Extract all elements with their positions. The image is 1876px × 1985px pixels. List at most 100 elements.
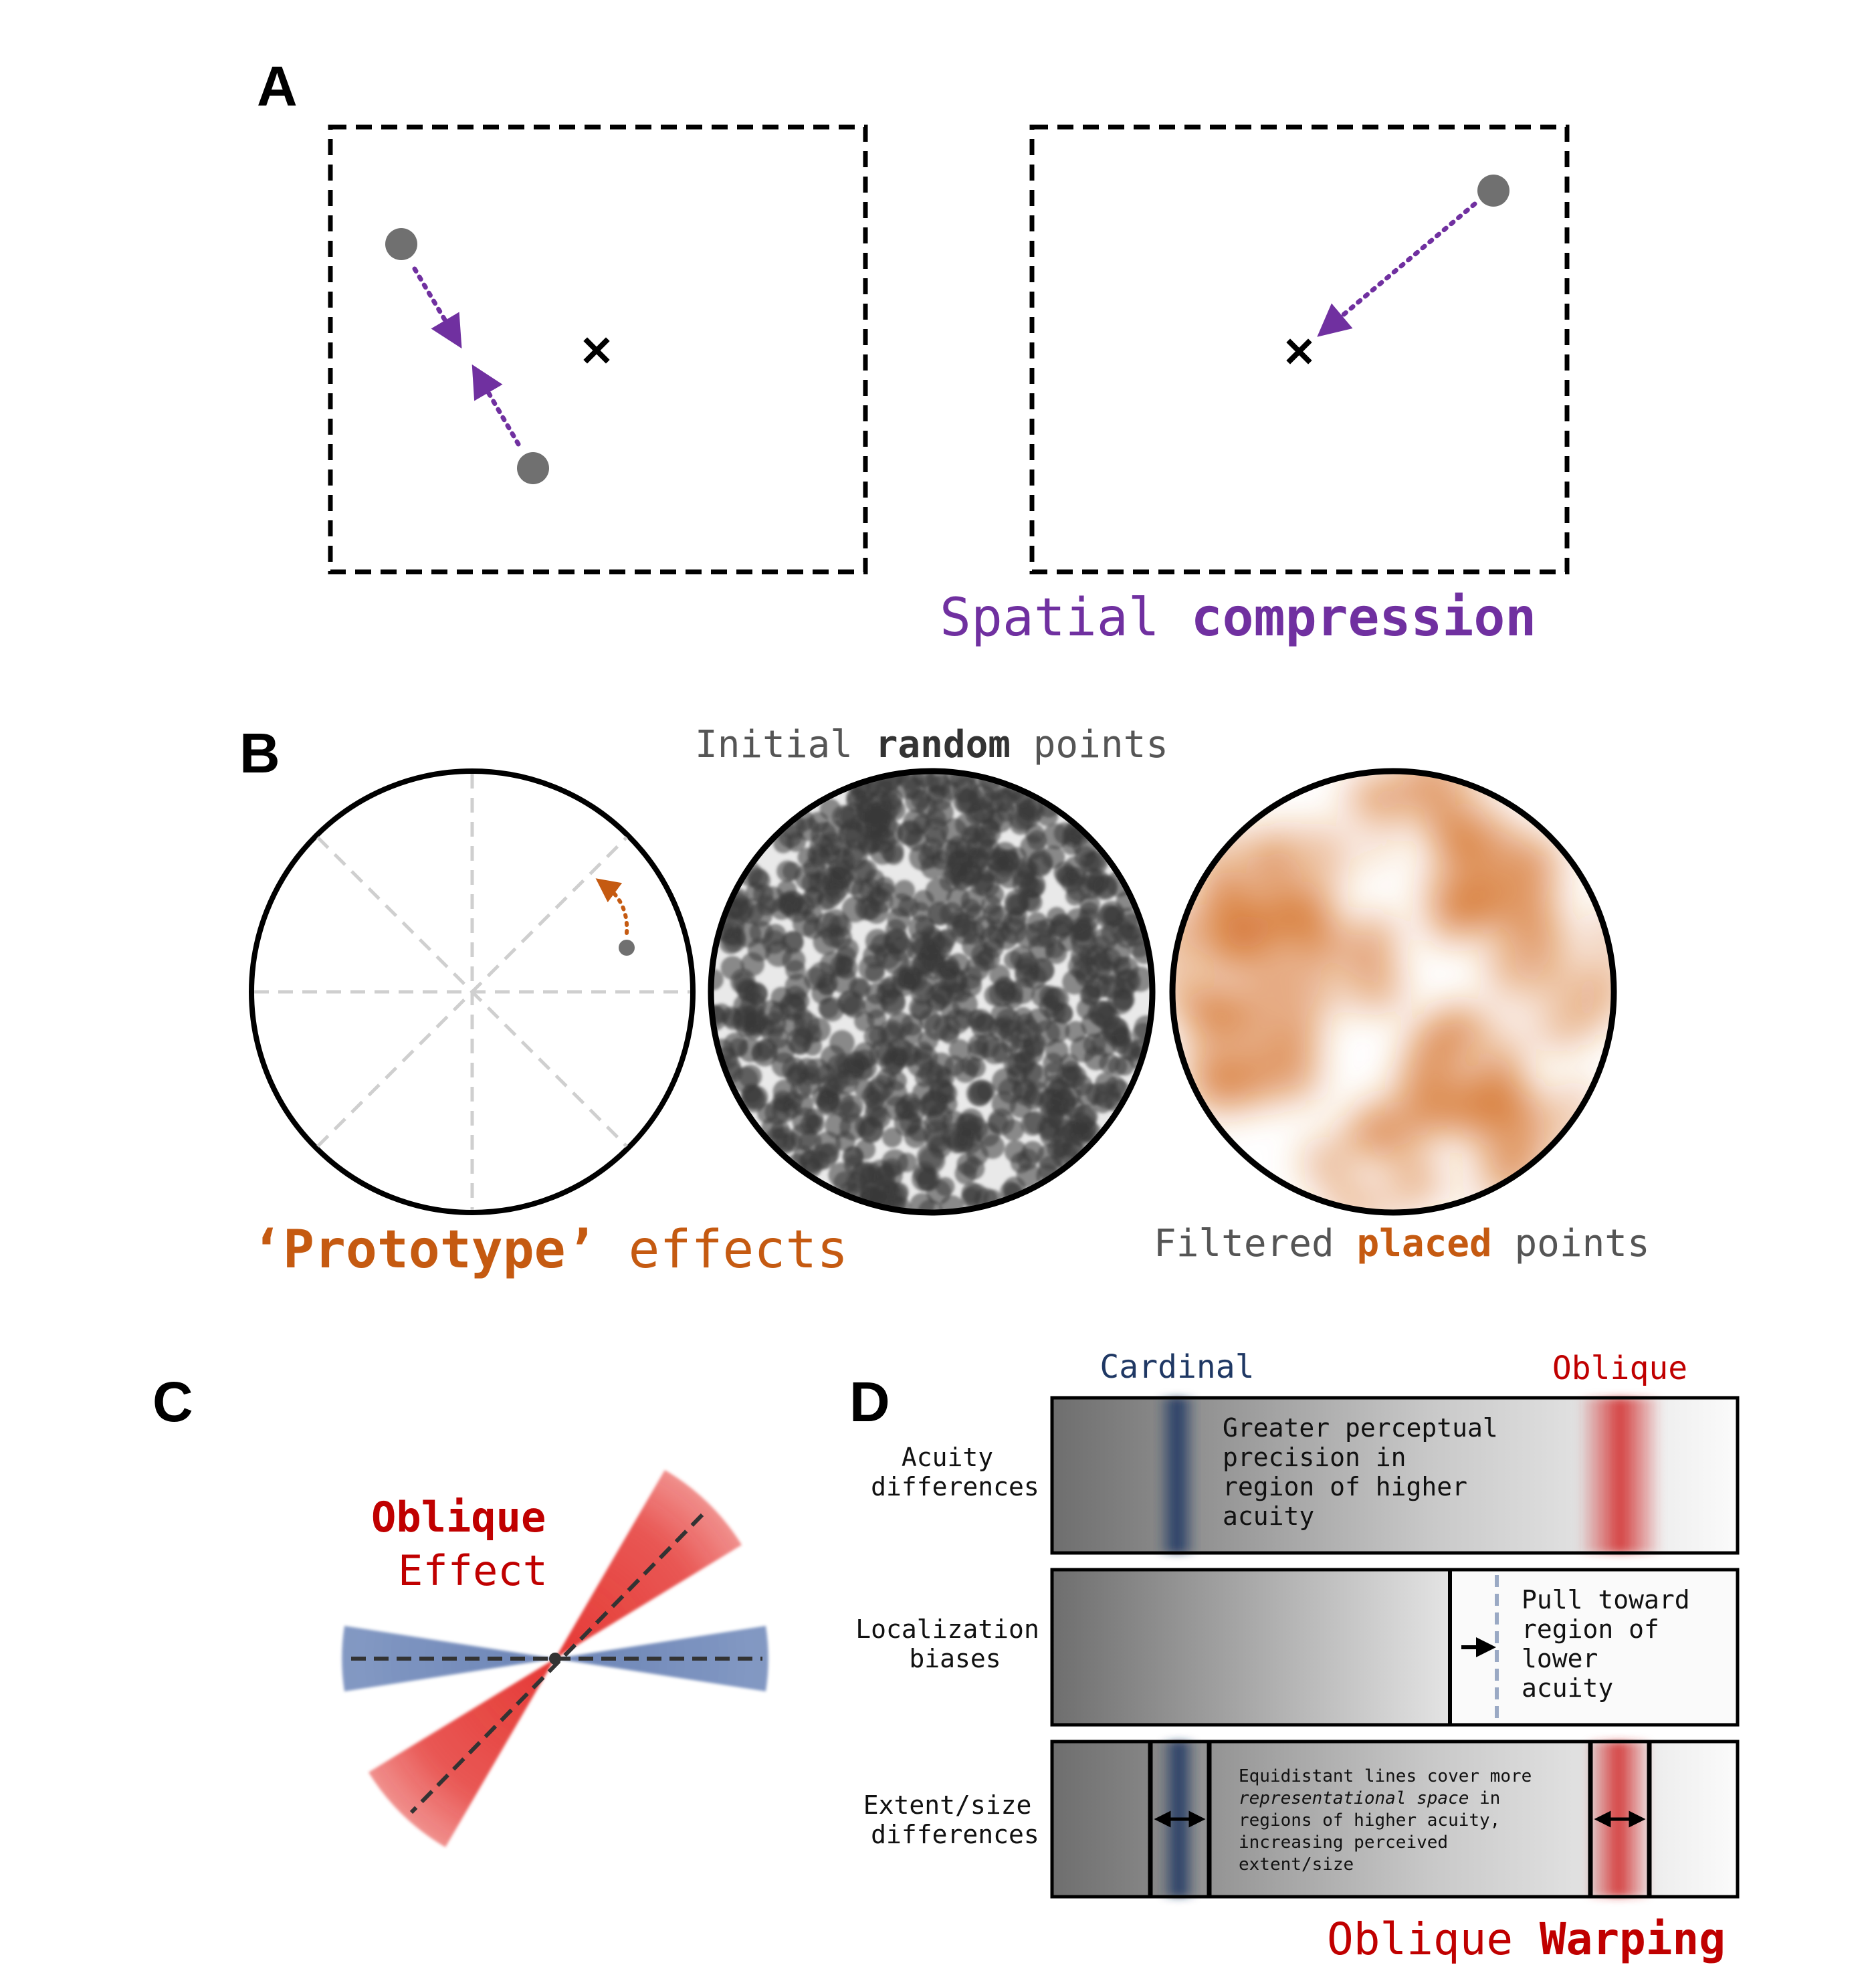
localization-description: Pull toward region of lower acuity — [1522, 1585, 1705, 1703]
acuity-row-label: Acuity differences — [871, 1443, 1039, 1501]
random-point — [960, 889, 985, 914]
label-line: Acuity — [902, 1443, 993, 1472]
random-point — [776, 860, 799, 882]
random-point — [911, 999, 932, 1020]
random-point — [1037, 918, 1057, 938]
placed-point — [1487, 1031, 1517, 1061]
random-point — [897, 773, 924, 791]
placed-point — [1217, 875, 1251, 910]
random-points — [713, 773, 1150, 1211]
random-points-circle — [708, 768, 1156, 1216]
text-line: Greater perceptual — [1223, 1413, 1498, 1443]
random-point — [1127, 966, 1150, 992]
placed-point — [1196, 1073, 1232, 1109]
random-point — [928, 903, 950, 926]
placed-points — [1174, 773, 1612, 1211]
random-point — [858, 897, 882, 920]
random-point — [949, 909, 969, 929]
cardinal-band — [1157, 1398, 1197, 1553]
random-point — [803, 904, 823, 924]
text-line: acuity — [1223, 1501, 1314, 1531]
random-point — [830, 954, 853, 978]
random-point — [927, 993, 946, 1013]
random-point — [1039, 995, 1061, 1018]
random-point — [849, 977, 869, 997]
text-line: precision in — [1223, 1443, 1406, 1472]
random-point — [928, 935, 952, 959]
random-point — [974, 872, 1000, 898]
random-point — [1085, 851, 1106, 871]
random-point — [1058, 865, 1081, 887]
prototype-arrow — [595, 878, 629, 935]
random-point — [1079, 902, 1100, 921]
random-point — [827, 1069, 849, 1091]
random-point — [1009, 946, 1034, 970]
placed-point — [1198, 947, 1225, 975]
placed-point — [1428, 1006, 1477, 1055]
random-point — [883, 1054, 904, 1074]
label-line: differences — [871, 1472, 1039, 1501]
category-boundaries — [254, 774, 690, 1210]
random-point — [1013, 1007, 1033, 1027]
placed-point — [1362, 1112, 1403, 1154]
random-point — [1043, 1075, 1065, 1096]
placed-point — [1352, 910, 1401, 959]
random-point — [943, 968, 968, 994]
random-point — [990, 788, 1014, 813]
placed-point — [1507, 988, 1533, 1014]
panel-c-letter: C — [152, 1370, 193, 1433]
oblique-effect-title: Effect — [398, 1546, 548, 1595]
placed-point — [1297, 845, 1349, 897]
stimulus-dot — [1477, 175, 1509, 207]
random-point — [944, 859, 968, 882]
random-point — [783, 931, 804, 952]
random-point — [793, 1027, 813, 1047]
random-point — [909, 844, 936, 871]
random-point — [732, 1067, 758, 1093]
right-frame — [1029, 124, 1570, 574]
center-cross — [583, 337, 610, 364]
oblique-wedges — [369, 1470, 742, 1847]
acuity-description: Greater perceptual precision in region o… — [1223, 1413, 1514, 1531]
random-point — [843, 1146, 863, 1166]
caption-bold: Warping — [1540, 1913, 1726, 1965]
random-point — [769, 1001, 790, 1022]
random-point — [1076, 1083, 1101, 1107]
random-point — [1022, 1062, 1043, 1083]
placed-point — [1419, 799, 1465, 845]
compression-arrow — [472, 364, 521, 447]
filtered-placed-label: Filtered placed points — [1154, 1222, 1650, 1265]
random-point — [785, 973, 811, 999]
text-line-italic: representational space — [1239, 1788, 1469, 1808]
random-point — [747, 867, 768, 889]
quote-open: ‘ — [251, 1220, 283, 1280]
label-line: differences — [871, 1820, 1039, 1849]
compression-arrow — [412, 266, 462, 349]
caption-bold: Prototype — [283, 1220, 566, 1280]
random-point — [785, 1065, 807, 1087]
stimulus-dot — [385, 228, 417, 260]
random-point — [752, 1042, 772, 1062]
random-point — [877, 1162, 903, 1188]
placed-point — [1196, 1041, 1225, 1069]
random-point — [991, 1003, 1016, 1028]
extent-row-label: Extent/size differences — [863, 1790, 1047, 1849]
random-point — [882, 1128, 902, 1148]
random-point — [1043, 823, 1069, 849]
random-point — [977, 947, 1001, 970]
placed-point — [1312, 1145, 1341, 1174]
random-point — [741, 1087, 766, 1113]
random-point — [912, 952, 936, 976]
random-point — [825, 1112, 851, 1139]
random-point — [909, 971, 936, 998]
text-line: region of higher — [1223, 1472, 1467, 1501]
panel-a-letter: A — [257, 55, 298, 118]
random-point — [1017, 1148, 1039, 1170]
random-point — [960, 1055, 981, 1076]
panel-d-letter: D — [849, 1370, 890, 1433]
random-point — [1124, 925, 1146, 947]
extent-row: Equidistant lines cover more representat… — [863, 1740, 1740, 1899]
cardinal-header: Cardinal — [1100, 1348, 1254, 1386]
random-point — [877, 978, 897, 997]
